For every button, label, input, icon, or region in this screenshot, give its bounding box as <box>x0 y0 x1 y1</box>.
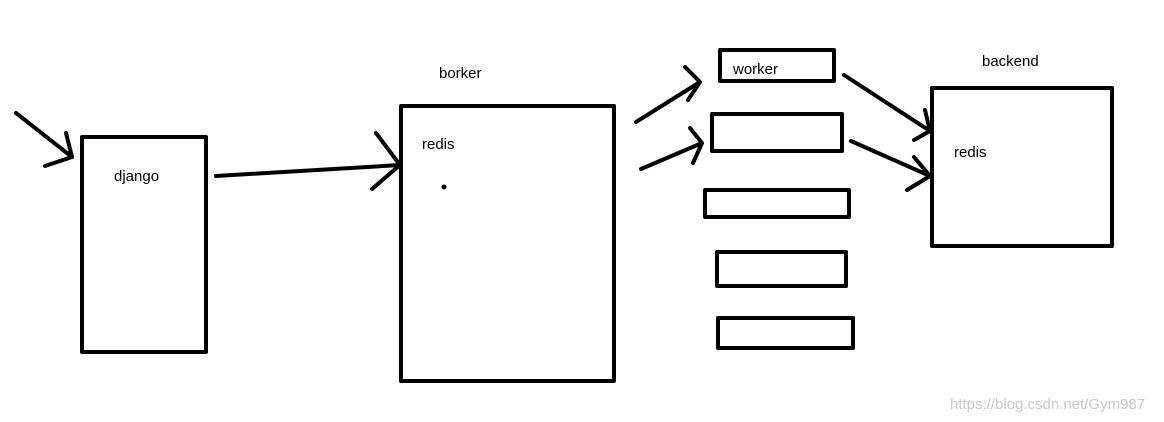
worker-box-4 <box>715 250 848 288</box>
worker-box-2 <box>710 112 844 153</box>
backend-box <box>930 86 1114 248</box>
broker-redis-label: redis <box>422 136 455 153</box>
worker-box-1 <box>718 48 836 83</box>
worker-to-backend-arrow-2 <box>849 139 932 192</box>
watermark-text: https://blog.csdn.net/Gym987 <box>950 396 1146 413</box>
backend-title: backend <box>982 53 1039 70</box>
worker-box-3 <box>703 188 851 219</box>
broker-box <box>399 104 616 383</box>
worker-box-5 <box>716 316 855 350</box>
django-box <box>80 135 208 354</box>
worker-label: worker <box>733 61 779 78</box>
django-label: django <box>114 168 160 185</box>
broker-title: borker <box>439 65 482 82</box>
broker-to-worker-arrow-2 <box>639 126 704 171</box>
backend-redis-label: redis <box>954 144 987 161</box>
worker-to-backend-arrow-1 <box>842 73 932 142</box>
incoming-arrow <box>14 111 74 168</box>
django-to-broker-arrow <box>214 131 402 191</box>
broker-dot <box>441 184 447 190</box>
broker-to-worker-arrow-1 <box>634 65 702 124</box>
